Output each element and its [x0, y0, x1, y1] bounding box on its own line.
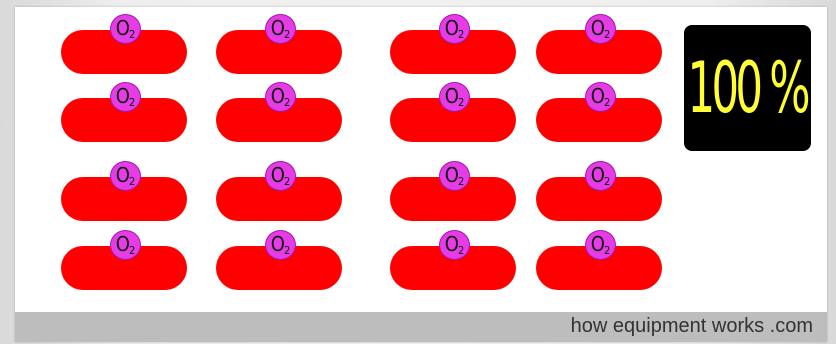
oxygen-symbol: O — [270, 232, 285, 256]
oxygen-molecule: O2 — [439, 230, 470, 260]
oxygen-molecule: O2 — [585, 14, 616, 44]
oxygen-symbol: O — [590, 163, 605, 187]
hemoglobin-molecule: O2 — [390, 82, 516, 142]
oxygen-molecule: O2 — [585, 82, 616, 112]
oxygen-subscript: 2 — [128, 175, 136, 188]
oxygen-subscript: 2 — [128, 28, 136, 41]
hemoglobin-molecule: O2 — [216, 82, 342, 142]
hemoglobin-molecule: O2 — [390, 14, 516, 74]
hemoglobin-molecule: O2 — [61, 161, 187, 221]
oxygen-subscript: 2 — [283, 28, 291, 41]
oxygen-subscript: 2 — [457, 175, 465, 188]
oxygen-subscript: 2 — [457, 244, 465, 257]
oxygen-symbol: O — [115, 16, 130, 40]
oxygen-symbol: O — [115, 163, 130, 187]
hemoglobin-molecule: O2 — [61, 230, 187, 290]
oxygen-symbol: O — [590, 84, 605, 108]
hemoglobin-molecule: O2 — [390, 161, 516, 221]
oxygen-subscript: 2 — [603, 96, 611, 109]
oxygen-molecule: O2 — [110, 82, 141, 112]
oxygen-subscript: 2 — [457, 28, 465, 41]
oxygen-molecule: O2 — [265, 14, 296, 44]
oxygen-molecule: O2 — [110, 14, 141, 44]
oxygen-symbol: O — [444, 232, 459, 256]
oxygen-molecule: O2 — [265, 82, 296, 112]
hemoglobin-molecule: O2 — [536, 161, 662, 221]
oxygen-subscript: 2 — [283, 96, 291, 109]
oxygen-symbol: O — [115, 232, 130, 256]
hemoglobin-molecule: O2 — [61, 14, 187, 74]
oxygen-subscript: 2 — [283, 175, 291, 188]
oxygen-molecule: O2 — [439, 161, 470, 191]
oxygen-symbol: O — [270, 84, 285, 108]
oxygen-molecule: O2 — [110, 161, 141, 191]
oxygen-subscript: 2 — [457, 96, 465, 109]
oxygen-molecule: O2 — [439, 82, 470, 112]
oxygen-symbol: O — [115, 84, 130, 108]
oxygen-molecule: O2 — [110, 230, 141, 260]
oxygen-molecule: O2 — [265, 230, 296, 260]
saturation-readout: 100 % — [684, 25, 811, 151]
oxygen-symbol: O — [444, 84, 459, 108]
oxygen-subscript: 2 — [603, 175, 611, 188]
hemoglobin-molecule: O2 — [61, 82, 187, 142]
oxygen-subscript: 2 — [603, 244, 611, 257]
oxygen-molecule: O2 — [439, 14, 470, 44]
oxygen-subscript: 2 — [128, 96, 136, 109]
oxygen-symbol: O — [270, 16, 285, 40]
hemoglobin-molecule: O2 — [536, 230, 662, 290]
hemoglobin-molecule: O2 — [536, 14, 662, 74]
hemoglobin-molecule: O2 — [536, 82, 662, 142]
oxygen-subscript: 2 — [128, 244, 136, 257]
site-credit: how equipment works .com — [570, 315, 813, 337]
oxygen-molecule: O2 — [585, 161, 616, 191]
hemoglobin-molecule: O2 — [216, 14, 342, 74]
oxygen-molecule: O2 — [585, 230, 616, 260]
hemoglobin-molecule: O2 — [216, 161, 342, 221]
hemoglobin-molecule: O2 — [390, 230, 516, 290]
oxygen-symbol: O — [444, 163, 459, 187]
oxygen-symbol: O — [270, 163, 285, 187]
oxygen-subscript: 2 — [283, 244, 291, 257]
saturation-value: 100 % — [687, 47, 811, 129]
oxygen-molecule: O2 — [265, 161, 296, 191]
oxygen-symbol: O — [590, 232, 605, 256]
oxygen-symbol: O — [590, 16, 605, 40]
oxygen-subscript: 2 — [603, 28, 611, 41]
oxygen-symbol: O — [444, 16, 459, 40]
footer-bar: how equipment works .com — [15, 312, 827, 342]
hemoglobin-molecule: O2 — [216, 230, 342, 290]
